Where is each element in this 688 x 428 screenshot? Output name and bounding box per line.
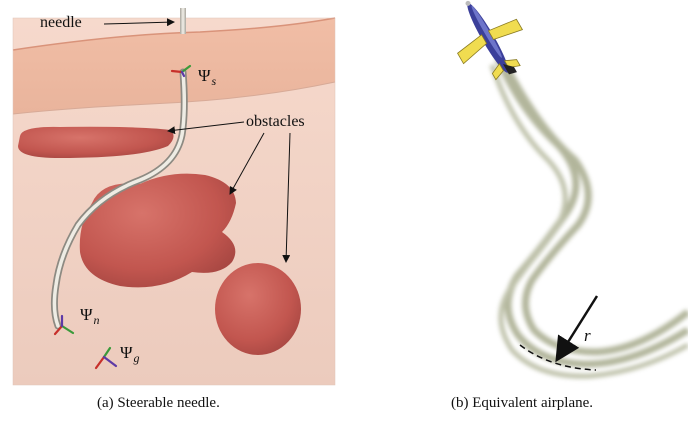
airplane-illustration: [400, 0, 688, 423]
airplane: [437, 0, 539, 93]
panel-steerable-needle: needle obstacles Ψs Ψn Ψg: [0, 0, 340, 423]
caption-steerable-needle: (a) Steerable needle.: [97, 395, 220, 412]
psi-g-symbol: Ψ: [120, 343, 133, 362]
needle-shaft-top: [180, 8, 186, 34]
obstacles-label: obstacles: [246, 113, 305, 131]
trajectory-trail-2: [508, 70, 688, 352]
panel-equivalent-airplane: r: [400, 0, 688, 423]
psi-s-subscript: s: [212, 74, 217, 88]
psi-s-symbol: Ψ: [198, 66, 211, 85]
radius-label: r: [584, 326, 591, 346]
psi-n-subscript: n: [94, 313, 100, 327]
needle-label: needle: [40, 14, 82, 32]
psi-g-subscript: g: [134, 351, 140, 365]
psi-s-label: Ψs: [198, 66, 216, 89]
obstacle-large: [80, 174, 236, 288]
psi-n-symbol: Ψ: [80, 305, 93, 324]
psi-g-label: Ψg: [120, 343, 140, 366]
needle-illustration: [0, 0, 340, 423]
psi-n-label: Ψn: [80, 305, 100, 328]
caption-equivalent-airplane: (b) Equivalent airplane.: [451, 395, 593, 412]
obstacle-round: [215, 263, 301, 355]
